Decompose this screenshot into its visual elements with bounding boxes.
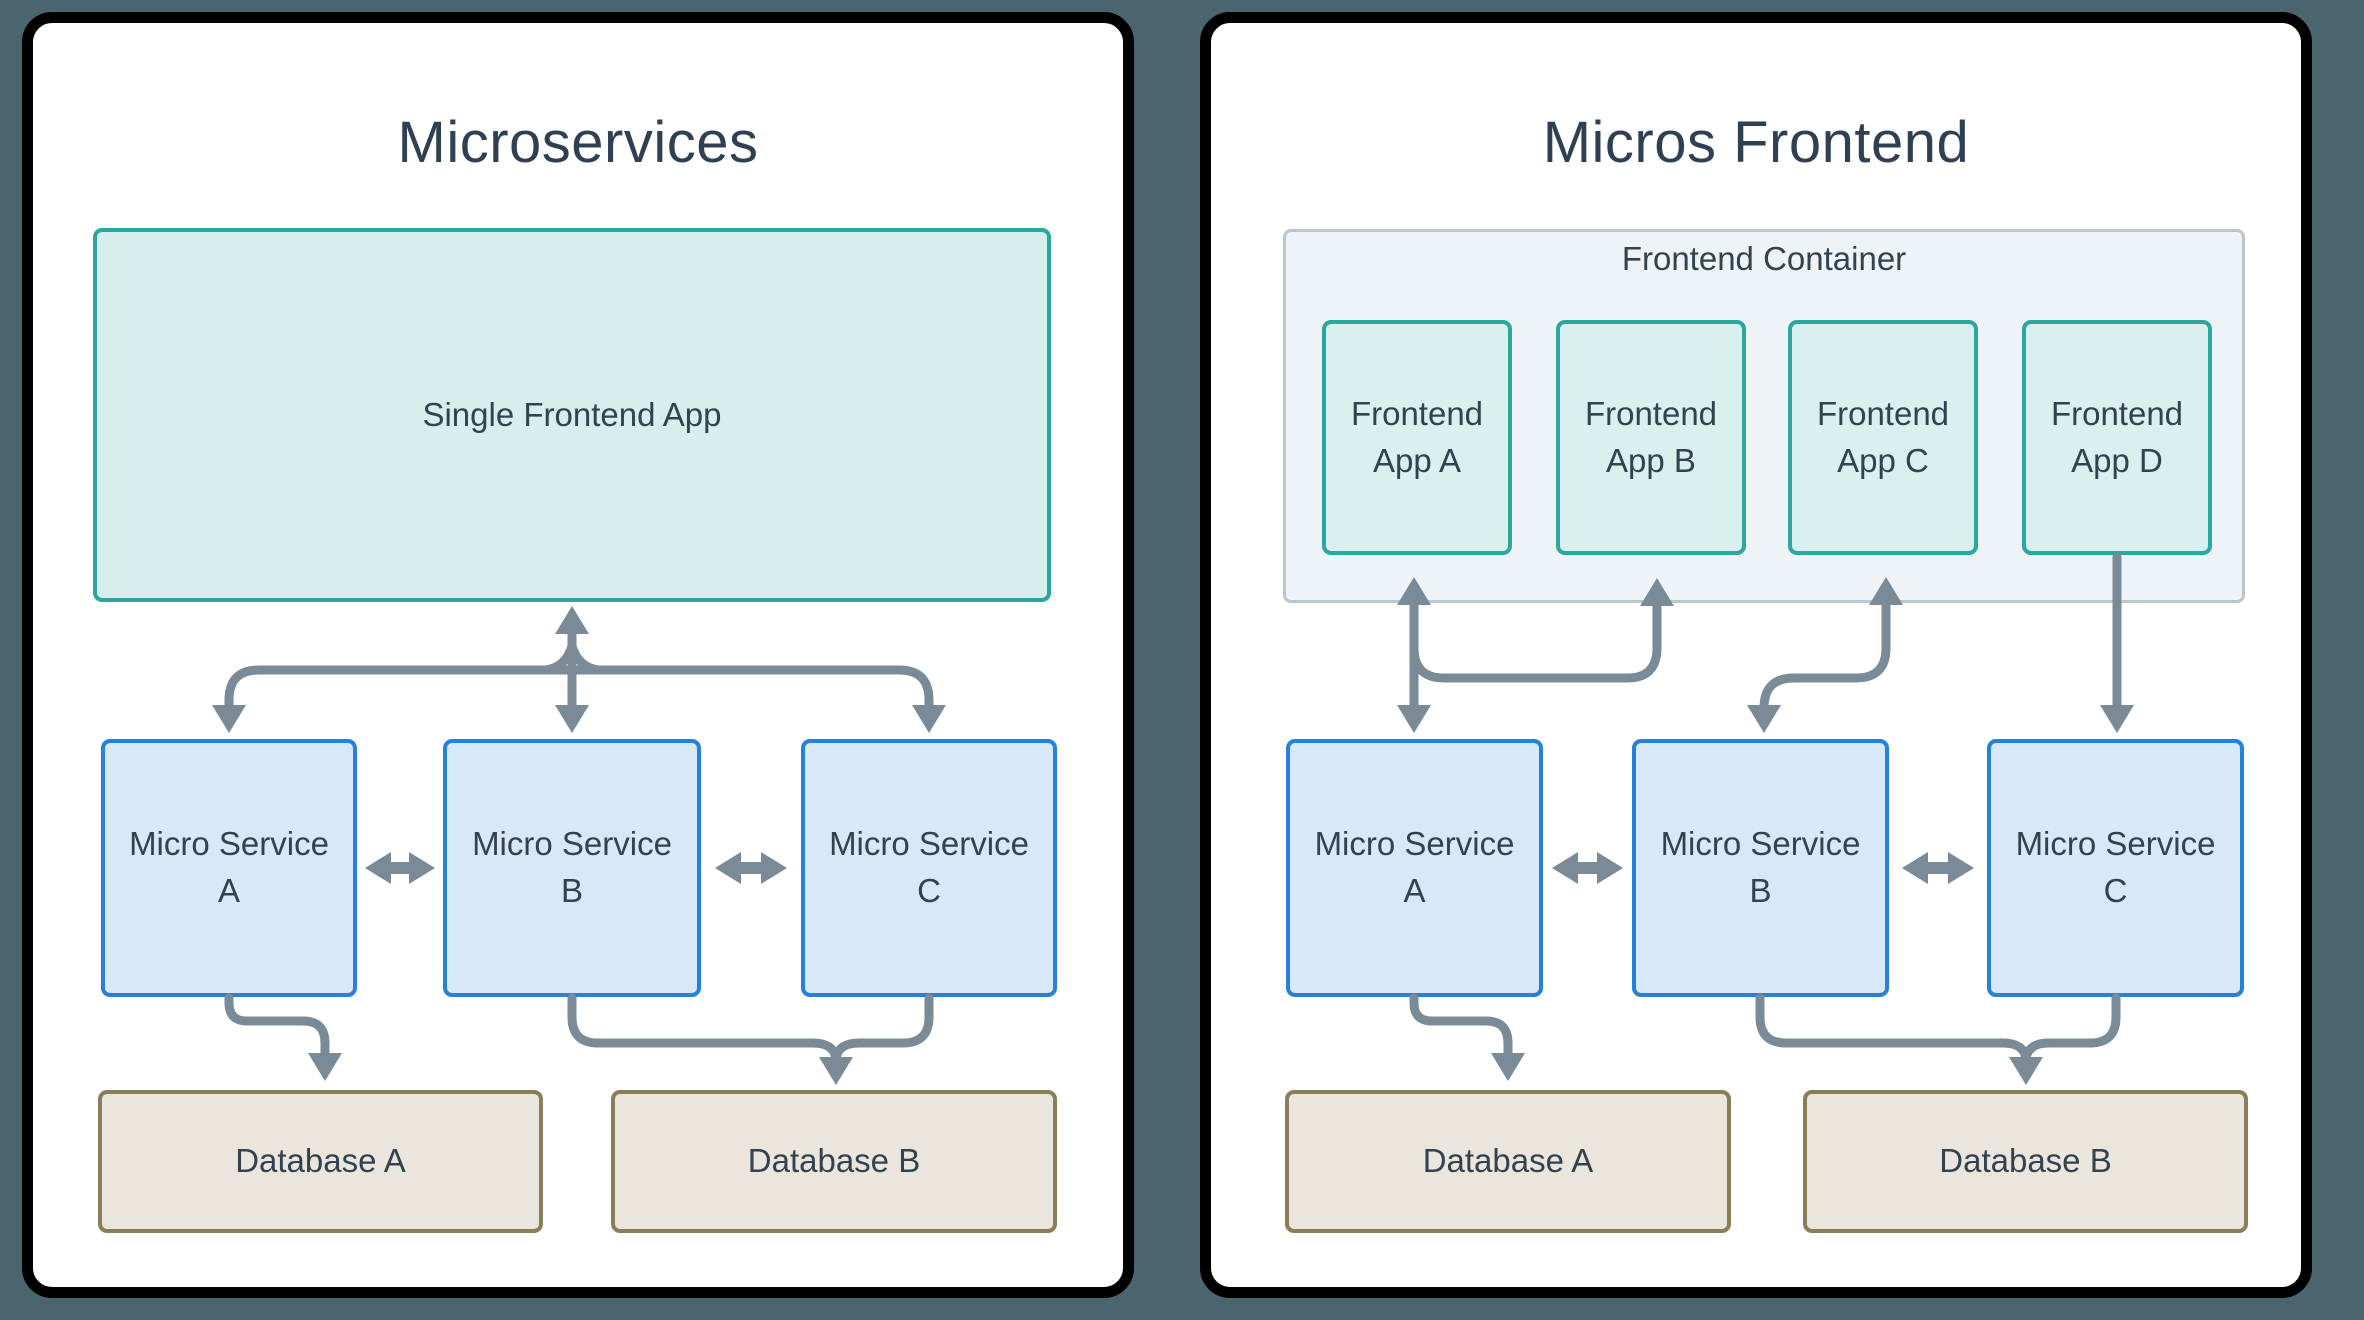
right-database-b-label: Database B bbox=[1939, 1142, 2112, 1180]
frontend-container-label: Frontend Container bbox=[1621, 240, 1907, 277]
left-micro-service-c-label: Micro Service C bbox=[829, 825, 1029, 909]
right-micro-service-c-label: Micro Service C bbox=[2015, 825, 2216, 909]
frontend-app-d-label: Frontend App D bbox=[2050, 394, 2184, 479]
single-frontend-app-box: Single Frontend App bbox=[93, 228, 1051, 602]
left-database-b-label: Database B bbox=[747, 1142, 921, 1180]
frontend-app-a-box: Frontend App A bbox=[1322, 320, 1512, 555]
frontend-app-c-label: Frontend App C bbox=[1816, 394, 1950, 479]
left-database-a-box: Database A bbox=[98, 1090, 543, 1233]
frontend-app-b-label: Frontend App B bbox=[1584, 394, 1718, 479]
single-frontend-app-label: Single Frontend App bbox=[422, 395, 722, 433]
frontend-app-b-box: Frontend App B bbox=[1556, 320, 1746, 555]
frontend-app-d-box: Frontend App D bbox=[2022, 320, 2212, 555]
right-micro-service-a-box: Micro Service A bbox=[1286, 739, 1543, 997]
right-micro-service-c-box: Micro Service C bbox=[1987, 739, 2244, 997]
frontend-app-a-label: Frontend App A bbox=[1350, 394, 1484, 479]
right-database-b-box: Database B bbox=[1803, 1090, 2248, 1233]
right-micro-service-a-label: Micro Service A bbox=[1314, 825, 1515, 909]
left-micro-service-a-label: Micro Service A bbox=[129, 825, 329, 909]
frontend-app-c-box: Frontend App C bbox=[1788, 320, 1978, 555]
right-database-a-label: Database A bbox=[1422, 1142, 1594, 1180]
right-micro-service-b-box: Micro Service B bbox=[1632, 739, 1889, 997]
left-micro-service-c-box: Micro Service C bbox=[801, 739, 1057, 997]
right-micro-service-b-label: Micro Service B bbox=[1660, 825, 1861, 909]
left-database-b-box: Database B bbox=[611, 1090, 1057, 1233]
microservices-title: Microservices bbox=[397, 110, 759, 175]
right-database-a-box: Database A bbox=[1285, 1090, 1731, 1233]
left-micro-service-a-box: Micro Service A bbox=[101, 739, 357, 997]
left-micro-service-b-label: Micro Service B bbox=[472, 825, 672, 909]
micros-frontend-title: Micros Frontend bbox=[1542, 110, 1970, 175]
left-micro-service-b-box: Micro Service B bbox=[443, 739, 701, 997]
left-database-a-label: Database A bbox=[235, 1142, 406, 1180]
panel-micros-frontend: Micros Frontend bbox=[1200, 12, 2312, 1298]
